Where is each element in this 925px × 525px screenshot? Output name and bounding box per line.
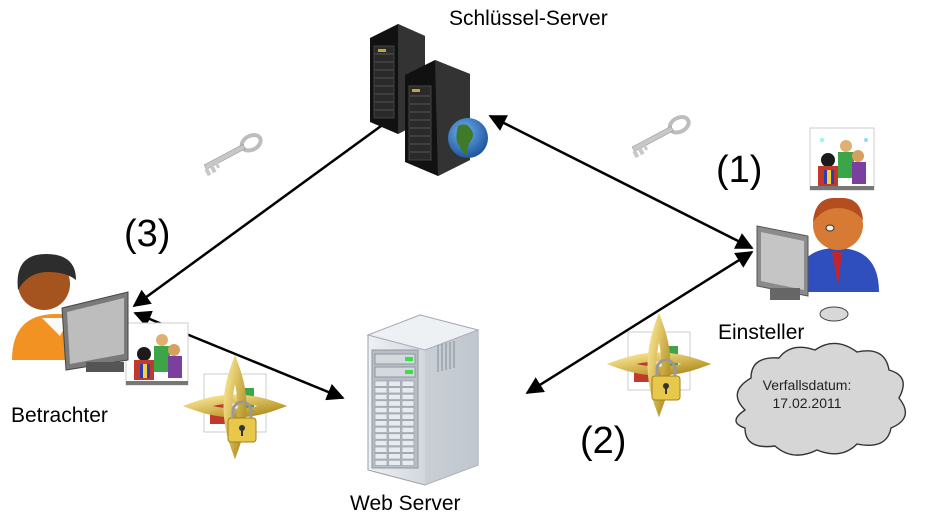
arrow-viewer-keyserver xyxy=(132,116,393,308)
drive-bay xyxy=(401,440,415,447)
key-server-icon xyxy=(370,24,488,176)
key-icon xyxy=(631,115,691,159)
drive-bay xyxy=(374,407,388,414)
drive-bay xyxy=(401,387,415,394)
drive-bay xyxy=(401,420,415,427)
thought-cloud-shape xyxy=(735,342,907,456)
drive-bay xyxy=(374,387,388,394)
drive-bay xyxy=(401,446,415,453)
drive-bay xyxy=(401,413,415,420)
web-server-label: Web Server xyxy=(350,492,461,515)
drive-bay xyxy=(388,413,401,420)
drive-bay xyxy=(374,393,388,400)
step-1-label: (1) xyxy=(716,149,763,191)
party-picture xyxy=(125,322,189,386)
drive-bay xyxy=(388,387,401,394)
drive-bay xyxy=(374,453,388,460)
thought-bubble-dot xyxy=(819,306,849,322)
uploader-user-icon xyxy=(756,197,879,322)
arrow-uploader-keyserver xyxy=(488,114,754,250)
step-3-label: (3) xyxy=(124,213,171,255)
drive-bay xyxy=(388,407,401,414)
drive-bay xyxy=(374,420,388,427)
thought-cloud-text: Verfallsdatum: 17.02.2011 xyxy=(736,376,878,412)
drive-bay xyxy=(401,380,415,387)
drive-bay xyxy=(374,413,388,420)
drive-bay xyxy=(374,440,388,447)
key-icon xyxy=(203,133,263,177)
locked-picture xyxy=(182,354,288,460)
key-server-label: Schlüssel-Server xyxy=(449,7,608,30)
drive-bay xyxy=(388,459,401,466)
drive-bay xyxy=(374,426,388,433)
drive-bay xyxy=(388,426,401,433)
drive-bay xyxy=(388,380,401,387)
drive-bay xyxy=(374,459,388,466)
arrow-uploader-webserver xyxy=(525,250,754,395)
step-2-label: (2) xyxy=(580,420,627,462)
drive-bay xyxy=(401,393,415,400)
drive-bay xyxy=(388,420,401,427)
party-picture xyxy=(809,127,875,191)
web-server-icon xyxy=(366,314,480,486)
uploader-label: Einsteller xyxy=(718,321,805,344)
drive-bay xyxy=(374,446,388,453)
drive-bay xyxy=(374,380,388,387)
drive-bay xyxy=(388,400,401,407)
viewer-user-icon xyxy=(12,254,129,372)
drive-bay xyxy=(388,433,401,440)
drive-bay xyxy=(388,393,401,400)
locked-picture xyxy=(606,312,712,418)
viewer-label: Betrachter xyxy=(11,404,108,427)
drive-bay xyxy=(374,400,388,407)
drive-bay xyxy=(388,440,401,447)
drive-bay xyxy=(401,433,415,440)
drive-bay xyxy=(388,446,401,453)
drive-bay xyxy=(401,459,415,466)
drive-bay xyxy=(388,453,401,460)
expiry-label: Verfallsdatum: xyxy=(762,377,852,393)
expiry-date: 17.02.2011 xyxy=(772,395,842,411)
drive-bay xyxy=(401,400,415,407)
drive-bay xyxy=(401,426,415,433)
drive-bay xyxy=(401,453,415,460)
drive-bay xyxy=(374,433,388,440)
drive-bay xyxy=(401,407,415,414)
